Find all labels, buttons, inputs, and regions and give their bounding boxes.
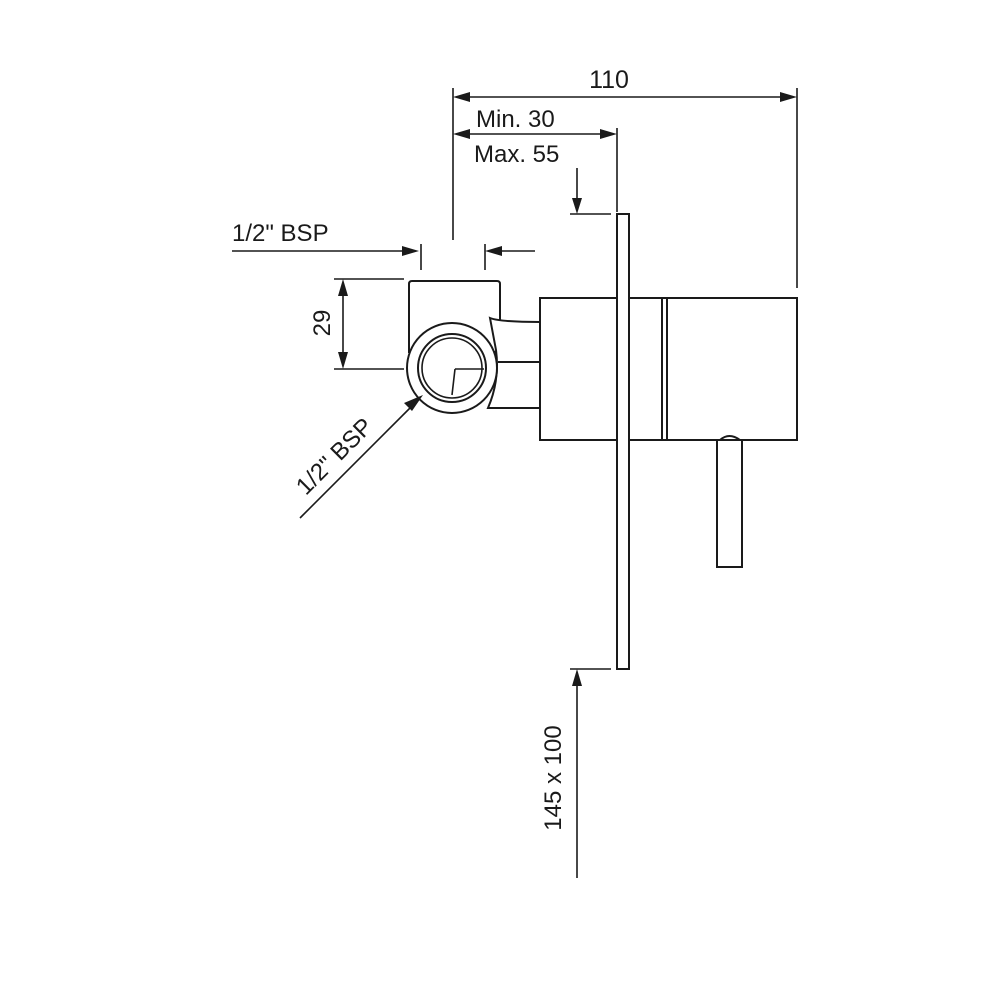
dimension-inlet-height: 29: [309, 278, 404, 370]
dimension-overall-depth: 110: [452, 66, 798, 288]
thread-label-outlet: 1/2" BSP: [291, 413, 378, 500]
arrow-head-right: [600, 129, 617, 139]
arrow-head-bottom: [338, 352, 348, 369]
leader-line-diagonal: [299, 405, 413, 519]
handle-body: [666, 297, 798, 441]
dimension-label-height: 29: [309, 310, 336, 337]
outlet-ring-inner: [417, 333, 487, 403]
dimension-outlet-thread: 1/2" BSP: [291, 395, 423, 519]
wall-plate: [616, 213, 630, 670]
dimension-wall-depth: Min. 30 Max. 55: [453, 106, 618, 215]
dimension-label-min: Min. 30: [476, 106, 555, 133]
dimension-label-overall: 110: [589, 66, 629, 94]
pointer-arrow-head: [572, 669, 582, 686]
dimension-plate-size: 145 x 100: [540, 668, 611, 878]
dimension-inlet-thread-top: 1/2" BSP: [232, 220, 535, 270]
arrow-head-left: [402, 246, 419, 256]
outlet-ring-outer: [406, 322, 498, 414]
outlet-thread-mark: [451, 368, 484, 396]
arrow-head-top: [338, 279, 348, 296]
thread-label-top: 1/2" BSP: [232, 220, 329, 247]
arrow-head-left: [453, 129, 470, 139]
arrow-head-diagonal: [404, 395, 423, 411]
valve-body: [406, 280, 541, 414]
cartridge-body: [539, 297, 619, 441]
arrow-head-right: [485, 246, 502, 256]
lever: [716, 439, 743, 568]
arrow-head-left: [453, 92, 470, 102]
arrow-head-right: [780, 92, 797, 102]
dimension-label-plate: 145 x 100: [540, 725, 567, 830]
lever-joint: [719, 435, 741, 441]
outlet-bore: [421, 337, 483, 399]
handle-assembly: [628, 297, 798, 568]
dimension-label-max: Max. 55: [474, 141, 559, 168]
pointer-arrow-head: [572, 198, 582, 214]
